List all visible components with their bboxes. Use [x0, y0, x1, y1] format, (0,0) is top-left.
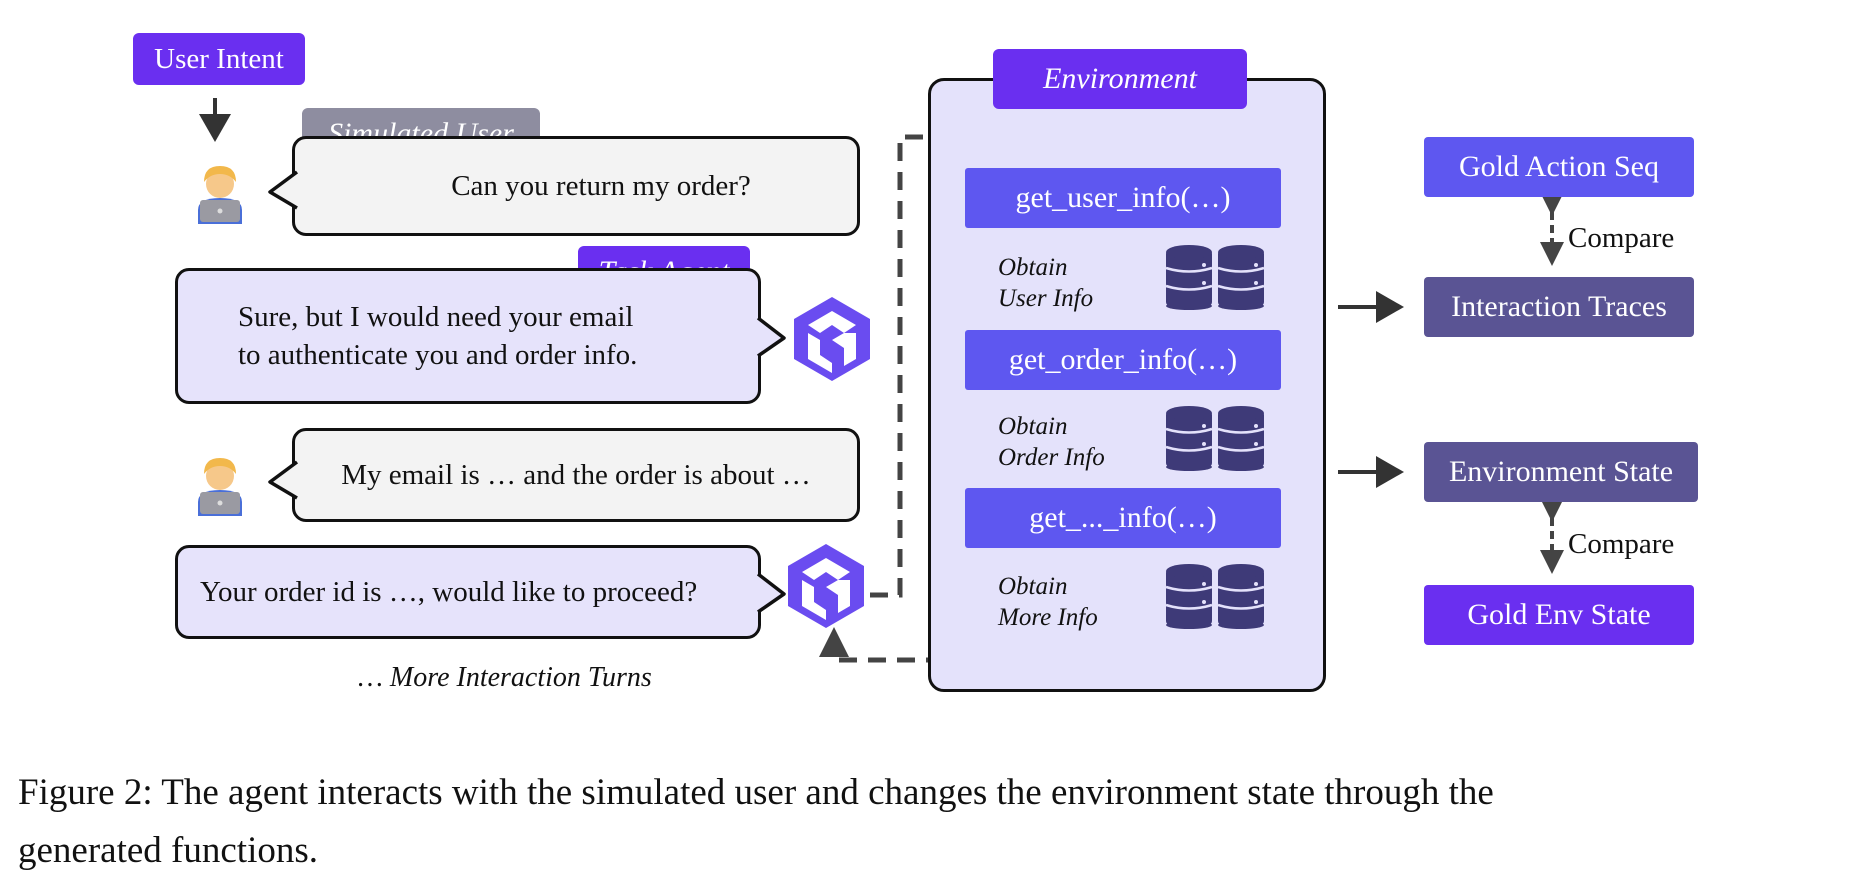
compare-label-1: Compare — [1568, 222, 1675, 254]
obtain-order-info-label: Obtain Order Info — [998, 411, 1118, 473]
database-icon — [1164, 244, 1266, 310]
user-message-2-text: My email is … and the order is about … — [341, 459, 811, 491]
user-bubble-1-tail — [268, 170, 299, 210]
agent-message-2-text: Your order id is …, would like to procee… — [200, 576, 698, 608]
agent-bubble-1-tail — [756, 316, 786, 358]
obtain-line: Obtain — [998, 573, 1068, 600]
obtain-more-info-label: Obtain More Info — [998, 571, 1118, 633]
user-avatar-icon — [192, 160, 248, 224]
environment-state-box: Environment State — [1424, 442, 1698, 502]
environment-tag: Environment — [993, 49, 1247, 109]
agent-bubble-2-tail — [756, 572, 786, 614]
obtain-line: Order Info — [998, 444, 1105, 471]
agent-message-2: Your order id is …, would like to procee… — [175, 545, 761, 639]
user-message-1: Can you return my order? — [292, 136, 860, 236]
agent-message-1: Sure, but I would need your email to aut… — [175, 268, 761, 404]
interaction-traces-box: Interaction Traces — [1424, 277, 1694, 337]
function-get-more-info: get_..._info(…) — [965, 488, 1281, 548]
compare-label-2: Compare — [1568, 528, 1675, 560]
env-to-agent-dashed-path — [819, 604, 1152, 663]
function-get-user-info: get_user_info(…) — [965, 168, 1281, 228]
agent-message-1-line1: Sure, but I would need your email — [238, 301, 634, 333]
user-intent-label: User Intent — [133, 33, 305, 85]
caption-line-1: Figure 2: The agent interacts with the s… — [18, 772, 1494, 813]
caption-line-2: generated functions. — [18, 830, 318, 871]
agent-logo-icon — [786, 293, 878, 385]
obtain-line: More Info — [998, 604, 1098, 631]
agent-message-1-line2: to authenticate you and order info. — [238, 339, 638, 371]
user-message-2: My email is … and the order is about … — [292, 428, 860, 522]
function-get-order-info: get_order_info(…) — [965, 330, 1281, 390]
user-bubble-2-tail — [268, 460, 299, 500]
more-turns-label: … More Interaction Turns — [358, 662, 652, 693]
gold-env-state-box: Gold Env State — [1424, 585, 1694, 645]
figure-caption: Figure 2: The agent interacts with the s… — [18, 764, 1848, 880]
obtain-line: Obtain — [998, 413, 1068, 440]
obtain-line: Obtain — [998, 254, 1068, 281]
database-icon — [1164, 563, 1266, 629]
agent-logo-icon — [780, 540, 872, 632]
user-message-1-text: Can you return my order? — [451, 170, 751, 202]
gold-action-seq-box: Gold Action Seq — [1424, 137, 1694, 197]
database-icon — [1164, 405, 1266, 471]
user-avatar-icon — [192, 452, 248, 516]
obtain-user-info-label: Obtain User Info — [998, 252, 1118, 314]
obtain-line: User Info — [998, 285, 1094, 312]
